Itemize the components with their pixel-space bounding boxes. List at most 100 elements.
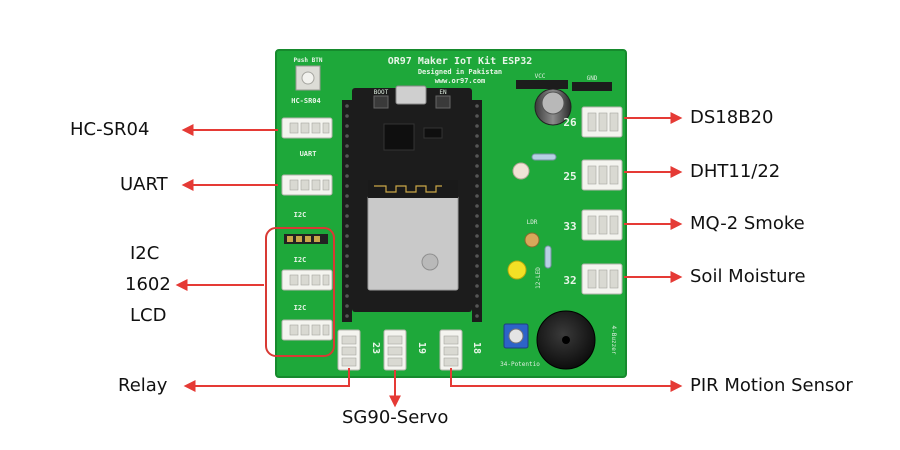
connector-i2c-2 [281,319,333,341]
header-pin-hole [345,154,349,158]
capacitor-top [541,91,565,115]
label-mq2: MQ-2 Smoke [690,213,805,234]
top-right-header [516,80,612,91]
board-title: OR97 Maker IoT Kit ESP32 [388,55,533,67]
header-pin-hole [475,164,479,168]
silk-i2c-3: I2C [294,304,307,312]
arrow-pir [450,368,683,392]
connector-relay [337,329,361,371]
regulator [423,127,443,139]
label-i2c-lcd-line2: 1602 [125,274,171,295]
label-i2c-lcd-line1: I2C [130,243,160,264]
potentiometer-knob[interactable] [508,328,524,344]
resistor-2 [544,245,552,269]
header-pin-hole [345,254,349,258]
label-i2c-lcd-line3: LCD [130,305,167,326]
silk-vcc-top: VCC [535,73,546,80]
header-pin-hole [475,314,479,318]
silk-boot: BOOT [374,89,389,96]
header-pin-hole [475,284,479,288]
antenna-trace [374,185,442,193]
header-pin-hole [475,234,479,238]
header-pin-hole [475,214,479,218]
header-pin-hole [345,244,349,248]
header-pin-hole [475,254,479,258]
silk-hc-sr04: HC-SR04 [291,97,321,105]
header-pin-hole [345,304,349,308]
header-pin-hole [345,174,349,178]
silk-12-led: 12-LED [535,267,542,289]
header-pin-hole [475,104,479,108]
connector-pir [439,329,463,371]
label-relay: Relay [118,375,168,396]
header-pin-hole [475,274,479,278]
silk-pin-18: 18 [471,342,482,354]
header-pin-hole [345,134,349,138]
esp32-header-left [342,100,352,322]
connector-ds18b20 [581,106,623,138]
label-sg90-servo: SG90-Servo [342,407,449,428]
header-pin-hole [475,174,479,178]
silk-pin-25: 25 [563,170,576,183]
header-pin-hole [345,214,349,218]
silk-pin-32: 32 [563,274,576,287]
arrow-relay [183,368,350,392]
push-button-cap[interactable] [301,71,315,85]
silk-en: EN [439,89,447,96]
silk-uart: UART [300,150,317,158]
label-ds18b20: DS18B20 [690,107,774,128]
connector-i2c-1 [281,269,333,291]
board-url: www.or97.com [435,77,486,85]
header-pin-hole [345,164,349,168]
push-btn-label: Push BTN [294,57,323,64]
silk-i2c-1: I2C [294,211,307,219]
header-pin-hole [475,114,479,118]
rgb-led [512,162,530,180]
header-pin-hole [475,244,479,248]
header-pin-hole [345,284,349,288]
header-pin-hole [345,204,349,208]
esp32-header-right [472,100,482,322]
i2c-header-pins [284,234,328,244]
connector-uart [281,174,333,196]
header-pin-hole [345,184,349,188]
header-pin-hole [475,204,479,208]
silk-i2c-2: I2C [294,256,307,264]
header-pin-hole [345,194,349,198]
header-pin-hole [345,234,349,238]
silk-gnd-top: GND [587,75,598,82]
header-pin-holes [345,104,479,318]
silk-pin-26: 26 [563,116,577,129]
silk-ldr: LDR [527,219,538,226]
silk-pin-23: 23 [370,342,381,354]
connector-soil [581,263,623,295]
header-pin-hole [475,124,479,128]
arrows [175,112,683,408]
header-pin-hole [475,184,479,188]
label-uart: UART [120,174,168,195]
header-pin-hole [345,264,349,268]
header-pin-hole [345,274,349,278]
board-subtitle: Designed in Pakistan [418,68,502,76]
usb-uart-chip [383,123,415,151]
header-pin-hole [475,224,479,228]
label-dht: DHT11/22 [690,161,781,182]
header-pin-hole [475,194,479,198]
header-pin-hole [345,314,349,318]
resistor-1 [531,153,557,161]
connector-dht [581,159,623,191]
ldr-sensor [524,232,540,248]
header-pin-hole [345,104,349,108]
header-pin-hole [345,224,349,228]
esp32-shield [367,195,459,291]
header-pin-hole [475,264,479,268]
boot-button[interactable] [373,95,389,109]
silk-pin-33: 33 [563,220,576,233]
header-pin-hole [345,294,349,298]
connector-servo [383,329,407,371]
connector-hc-sr04 [281,117,333,139]
header-pin-hole [475,134,479,138]
header-pin-hole [475,154,479,158]
en-button[interactable] [435,95,451,109]
